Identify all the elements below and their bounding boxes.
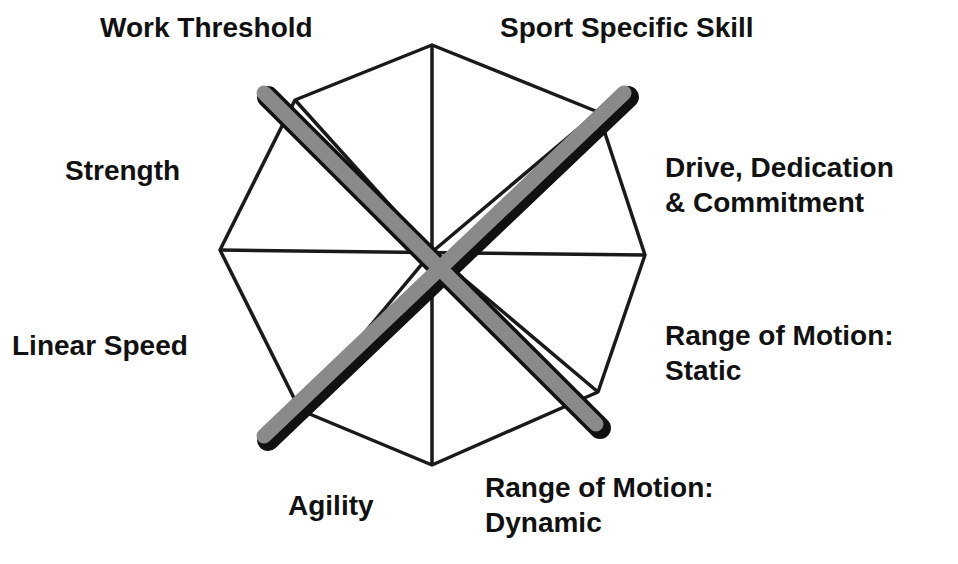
octagon-wheel [220,45,645,465]
spoke-label: Linear Speed [12,328,188,363]
cross-stroke [264,93,596,424]
spoke-label: Range of Motion: Static [665,318,910,388]
cross-mark [264,93,628,440]
cross-stroke [264,93,624,436]
spoke-label: Drive, Dedication & Commitment [665,150,910,220]
octagon-outline [220,45,645,465]
spoke-label: Work Threshold [100,10,313,45]
spoke-label: Sport Specific Skill [500,10,754,45]
spoke-label: Range of Motion: Dynamic [485,470,730,540]
spoke-label: Agility [288,488,374,523]
spoke-label: Strength [65,153,180,188]
